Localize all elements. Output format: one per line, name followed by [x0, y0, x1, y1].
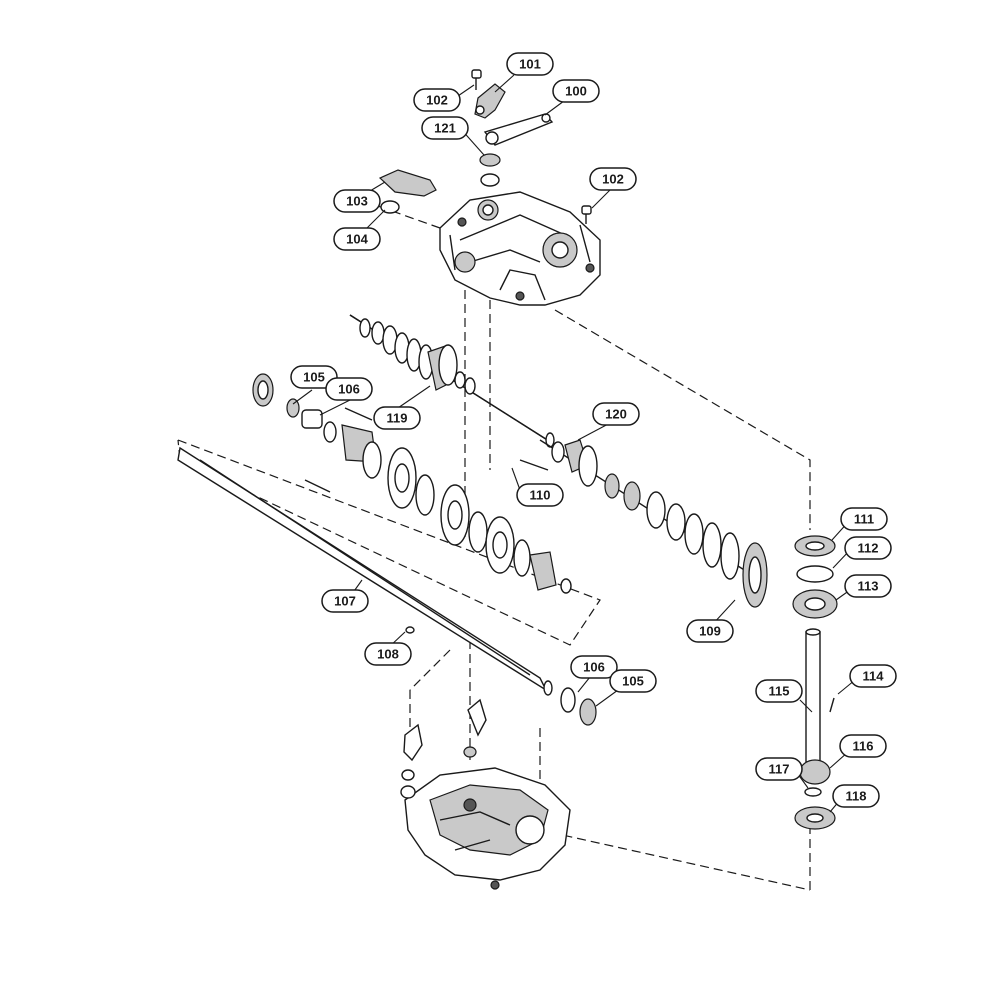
callout-121: 121: [421, 116, 469, 140]
callout-115: 115: [755, 679, 803, 703]
svg-text:101: 101: [519, 57, 541, 72]
svg-text:102: 102: [426, 93, 448, 108]
svg-text:110: 110: [530, 488, 551, 503]
svg-text:114: 114: [863, 669, 885, 684]
callout-106: 106: [325, 377, 373, 401]
callout-114: 114: [849, 664, 897, 688]
callout-119: 119: [373, 406, 421, 430]
svg-text:120: 120: [605, 407, 627, 422]
callout-106: 106: [570, 655, 618, 679]
svg-text:106: 106: [338, 382, 360, 397]
svg-text:117: 117: [769, 762, 790, 777]
callout-107: 107: [321, 589, 369, 613]
callout-tags: 100 101 102 121 102 103 104 105 106 119 …: [290, 52, 897, 808]
svg-text:118: 118: [846, 789, 867, 804]
svg-text:106: 106: [583, 660, 605, 675]
long-shaft-107: [177, 446, 597, 726]
callout-102: 102: [413, 88, 461, 112]
svg-text:112: 112: [858, 541, 879, 556]
svg-text:100: 100: [565, 84, 587, 99]
callout-109: 109: [686, 619, 734, 643]
middle-gear-train: [519, 439, 768, 608]
lower-housing: [400, 698, 571, 890]
callout-101: 101: [506, 52, 554, 76]
callout-105: 105: [290, 365, 338, 389]
svg-text:107: 107: [334, 594, 356, 609]
svg-text:105: 105: [303, 370, 325, 385]
callout-117: 117: [755, 757, 803, 781]
svg-text:111: 111: [854, 512, 874, 527]
callout-108: 108: [364, 642, 412, 666]
callout-116: 116: [839, 734, 887, 758]
svg-text:104: 104: [346, 232, 368, 247]
callout-120: 120: [592, 402, 640, 426]
svg-text:113: 113: [858, 579, 879, 594]
svg-text:115: 115: [769, 684, 790, 699]
callout-113: 113: [844, 574, 892, 598]
callout-105: 105: [609, 669, 657, 693]
callout-118: 118: [832, 784, 880, 808]
callout-102: 102: [589, 167, 637, 191]
vertical-shaft-stack: [792, 535, 838, 830]
callout-111: 111: [840, 507, 888, 531]
svg-text:116: 116: [853, 739, 874, 754]
lower-gear-stack: [252, 373, 572, 594]
callout-110: 110: [516, 483, 564, 507]
upper-shaft-assembly: [349, 314, 561, 449]
svg-text:119: 119: [387, 411, 408, 426]
callout-112: 112: [844, 536, 892, 560]
top-small-parts: [378, 69, 592, 224]
svg-text:103: 103: [346, 194, 368, 209]
svg-text:121: 121: [434, 121, 456, 136]
svg-text:108: 108: [377, 647, 399, 662]
svg-text:105: 105: [622, 674, 644, 689]
upper-housing: [439, 191, 601, 306]
callout-104: 104: [333, 227, 381, 251]
svg-text:102: 102: [602, 172, 624, 187]
callout-100: 100: [552, 79, 600, 103]
callout-103: 103: [333, 189, 381, 213]
svg-text:109: 109: [699, 624, 721, 639]
